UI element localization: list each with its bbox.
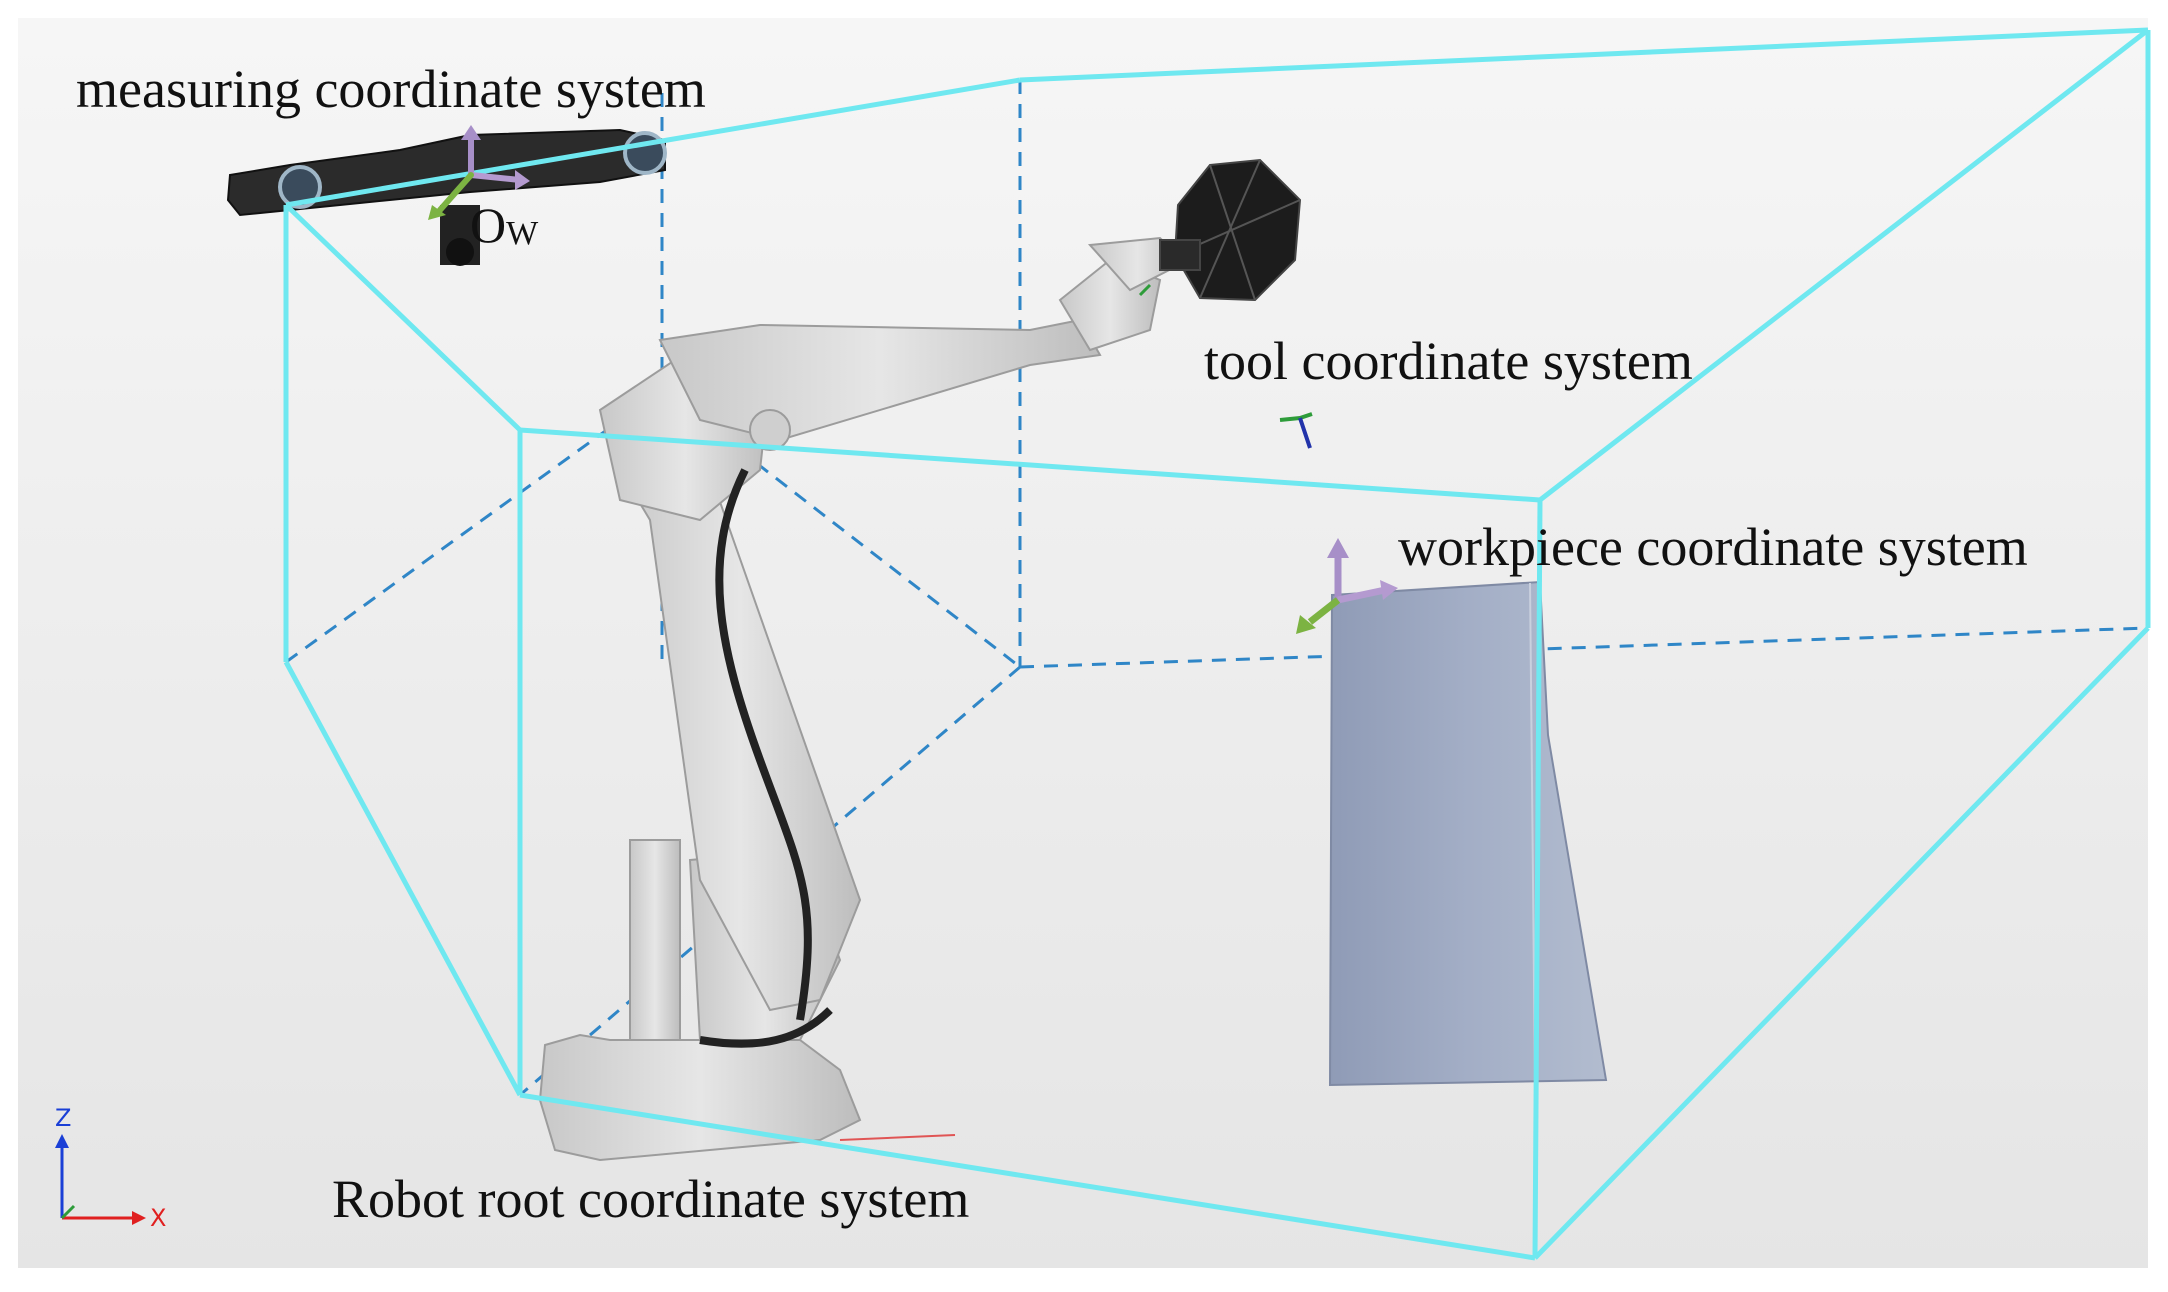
tool-frame-axes-icon [1138, 283, 1313, 449]
workpiece-frame-axes-icon [1296, 538, 1398, 634]
origin-sub: W [506, 215, 539, 252]
global-x-label: X [150, 1204, 167, 1232]
global-triad-icon [55, 1134, 146, 1225]
measuring-frame-axes-icon [428, 125, 530, 220]
viewport-background [18, 18, 2148, 1268]
global-z-label: Z [55, 1104, 72, 1132]
tracker-target [1159, 158, 1302, 302]
workpiece-system-label: workpiece coordinate system [1398, 517, 2028, 577]
robot-arm [538, 236, 1187, 1162]
robot-base-x-axis [839, 1134, 956, 1141]
workpiece-blade [1328, 580, 1608, 1087]
tool-system-label: tool coordinate system [1204, 331, 1693, 391]
robot-root-system-label: Robot root coordinate system [332, 1169, 970, 1229]
origin-label: OW [470, 200, 538, 251]
origin-main: O [470, 197, 507, 253]
box-visible-edges [283, 27, 2151, 1261]
measuring-system-label: measuring coordinate system [76, 59, 706, 119]
